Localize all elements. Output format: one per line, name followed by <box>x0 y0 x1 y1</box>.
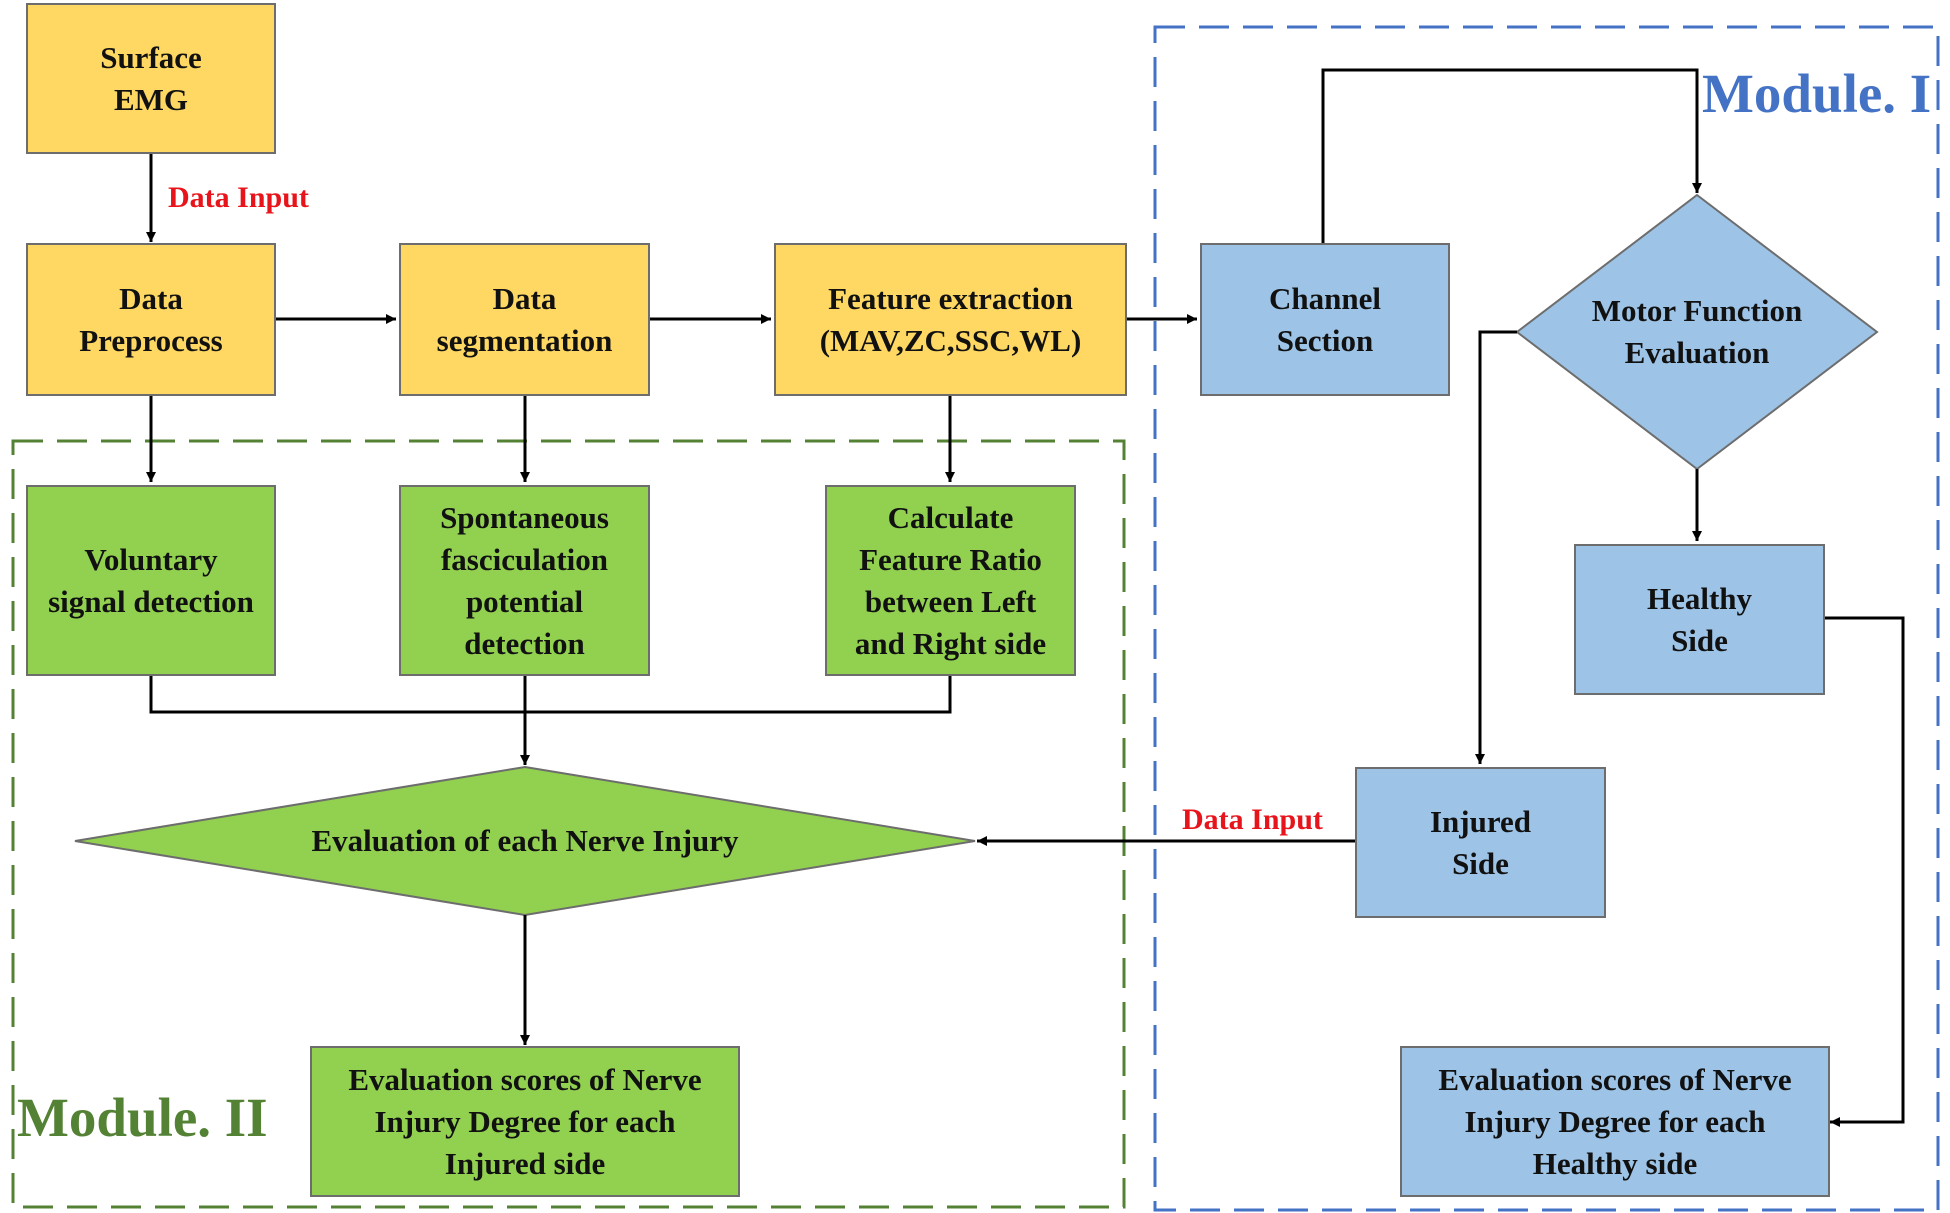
node-line: signal detection <box>48 583 254 619</box>
node-line: Channel <box>1269 280 1381 316</box>
node-line: between Left <box>864 583 1037 619</box>
node-line: Feature Ratio <box>859 541 1042 577</box>
node-line: Injured <box>1429 803 1532 839</box>
arrow-healthy-to-scores <box>1825 616 1905 1127</box>
channel-section-box: Channel Section <box>1200 243 1450 396</box>
node-line: Evaluation scores of Nerve <box>1438 1061 1792 1097</box>
node-line: segmentation <box>436 322 613 358</box>
node-line: Calculate <box>887 499 1014 535</box>
node-line: and Right side <box>854 625 1047 661</box>
node-line: fasciculation <box>440 541 609 577</box>
feature-ratio-box: Calculate Feature Ratio between Left and… <box>825 485 1076 676</box>
node-line: Injury Degree for each <box>1464 1103 1766 1139</box>
node-line: Side <box>1671 622 1728 658</box>
data-preprocess-box: Data Preprocess <box>26 243 276 396</box>
node-line: Surface <box>100 39 202 75</box>
nerve-injury-evaluation-text: Evaluation of each Nerve Injury <box>175 816 875 866</box>
arrow-channel-to-motor <box>1321 68 1702 243</box>
module2-boundary <box>11 439 1126 1209</box>
module2-title: Module. II <box>17 1087 268 1148</box>
node-line: Feature extraction <box>828 280 1073 316</box>
healthy-scores-box: Evaluation scores of Nerve Injury Degree… <box>1400 1046 1830 1197</box>
node-line: Data <box>492 280 557 316</box>
node-line: Evaluation scores of Nerve <box>348 1061 702 1097</box>
node-line: Evaluation of each Nerve Injury <box>311 823 739 858</box>
node-line: Healthy side <box>1532 1145 1698 1181</box>
node-line: Injury Degree for each <box>374 1103 676 1139</box>
module1-boundary <box>1153 25 1940 1212</box>
node-line: (MAV,ZC,SSC,WL) <box>819 322 1082 358</box>
node-line: EMG <box>113 81 189 117</box>
node-line: Data <box>119 280 183 316</box>
surface-emg-box: Surface EMG <box>26 3 276 154</box>
node-line: Preprocess <box>79 322 223 358</box>
injured-scores-box: Evaluation scores of Nerve Injury Degree… <box>310 1046 740 1197</box>
injured-side-box: Injured Side <box>1355 767 1606 918</box>
data-segmentation-box: Data segmentation <box>399 243 650 396</box>
data-input-label-top: Data Input <box>168 181 309 214</box>
data-input-label-right: Data Input <box>1182 803 1323 836</box>
feature-extraction-box: Feature extraction (MAV,ZC,SSC,WL) <box>774 243 1127 396</box>
module1-title: Module. I <box>1702 63 1932 124</box>
node-line: Motor Function <box>1591 293 1803 328</box>
node-line: Evaluation <box>1624 335 1770 370</box>
healthy-side-box: Healthy Side <box>1574 544 1825 695</box>
node-line: detection <box>464 625 585 661</box>
node-line: Section <box>1276 322 1374 358</box>
arrow-motor-to-injured <box>1475 330 1517 764</box>
node-line: Side <box>1452 845 1509 881</box>
node-line: Injured side <box>444 1145 606 1181</box>
motor-function-text: Motor Function Evaluation <box>1537 282 1857 382</box>
voluntary-signal-box: Voluntary signal detection <box>26 485 276 676</box>
node-line: Voluntary <box>84 541 218 577</box>
node-line: Healthy <box>1646 580 1753 616</box>
node-line: potential <box>465 583 584 619</box>
node-line: Spontaneous <box>440 499 609 535</box>
spontaneous-fasciculation-box: Spontaneous fasciculation potential dete… <box>399 485 650 676</box>
connector-detection-merge <box>149 676 952 714</box>
